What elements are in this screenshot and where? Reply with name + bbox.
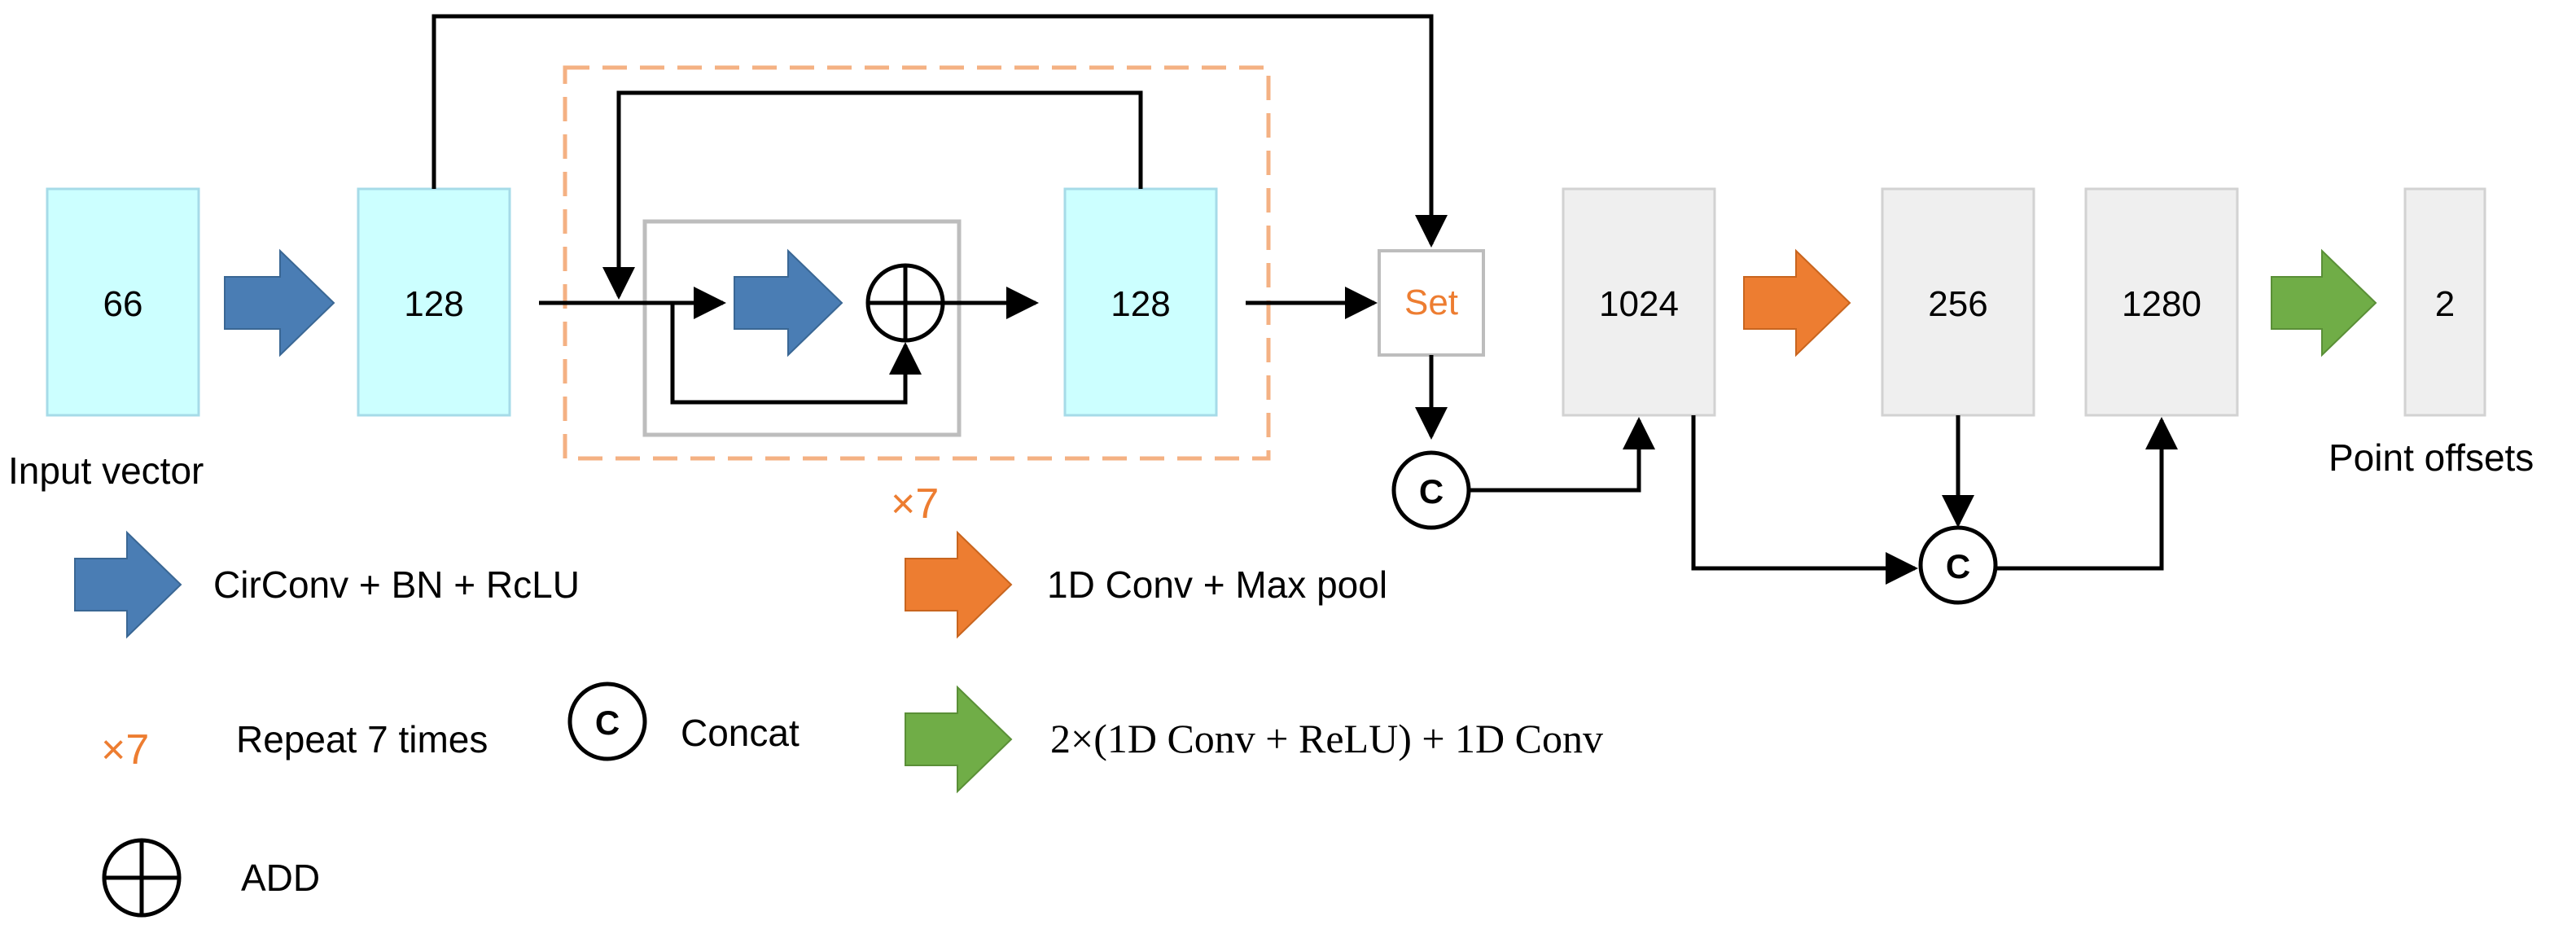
concat-operator-2: C bbox=[1918, 525, 1998, 605]
legend-concat-icon-label: C bbox=[595, 704, 620, 742]
legend-concat-icon: C bbox=[567, 682, 647, 761]
add-operator bbox=[865, 263, 945, 343]
conv-relu-arrow bbox=[2271, 248, 2377, 357]
set-node-label: Set bbox=[1404, 283, 1458, 322]
repeat-region bbox=[563, 65, 1271, 461]
legend-conv-maxpool-label: 1D Conv + Max pool bbox=[1047, 563, 1387, 606]
inner-skip-to-add bbox=[670, 303, 922, 405]
legend-add-icon bbox=[102, 838, 182, 918]
node-1024: 1024 bbox=[1562, 187, 1716, 417]
legend-circonv-label: CirConv + BN + RcLU bbox=[213, 563, 580, 606]
input-vector-label: Input vector bbox=[8, 449, 204, 492]
conv-maxpool-arrow bbox=[1743, 248, 1851, 357]
circonv-arrow-2 bbox=[734, 248, 843, 357]
residual-loop bbox=[602, 90, 1143, 300]
node-256-label: 256 bbox=[1928, 284, 1987, 324]
repeat-marker-label: ×7 bbox=[891, 480, 939, 528]
legend: CirConv + BN + RcLU 1D Conv + Max pool ×… bbox=[74, 530, 1603, 918]
concat-operator-2-label: C bbox=[1946, 547, 1970, 585]
connectors bbox=[432, 14, 2178, 585]
node-1024-label: 1024 bbox=[1599, 284, 1679, 324]
legend-conv-relu-arrow bbox=[905, 685, 1013, 794]
legend-repeat-marker: ×7 bbox=[101, 726, 149, 774]
concat-2-to-1280 bbox=[1996, 417, 2178, 571]
circonv-arrow-1 bbox=[224, 248, 335, 357]
encoder-node-1: 128 bbox=[357, 187, 511, 417]
node-1280-label: 1280 bbox=[2122, 284, 2201, 324]
encoder-node-2-label: 128 bbox=[1111, 284, 1170, 324]
output-node-label: 2 bbox=[2435, 284, 2455, 324]
encoder-node-2: 128 bbox=[1063, 187, 1218, 417]
input-node: 66 bbox=[46, 187, 200, 417]
legend-conv-maxpool-arrow bbox=[905, 530, 1013, 639]
legend-circonv-arrow bbox=[74, 530, 182, 639]
legend-add-label: ADD bbox=[241, 857, 320, 899]
node-256: 256 bbox=[1881, 187, 2035, 417]
input-node-label: 66 bbox=[103, 284, 143, 324]
output-node: 2 bbox=[2403, 187, 2486, 417]
point-offsets-label: Point offsets bbox=[2328, 436, 2534, 479]
concat-1-to-1024 bbox=[1469, 417, 1655, 493]
skip-connection-to-set bbox=[432, 14, 1448, 248]
legend-repeat-label: Repeat 7 times bbox=[236, 718, 488, 760]
concat-operator-1: C bbox=[1391, 450, 1471, 530]
n1024-to-concat-2 bbox=[1691, 415, 1918, 585]
residual-block bbox=[642, 219, 962, 437]
concat-operator-1-label: C bbox=[1419, 472, 1444, 511]
legend-conv-relu-label: 2×(1D Conv + ReLU) + 1D Conv bbox=[1050, 716, 1603, 761]
set-node: Set bbox=[1378, 249, 1485, 357]
encoder-node-1-label: 128 bbox=[404, 284, 463, 324]
legend-concat-label: Concat bbox=[681, 712, 800, 754]
node-1280: 1280 bbox=[2084, 187, 2239, 417]
